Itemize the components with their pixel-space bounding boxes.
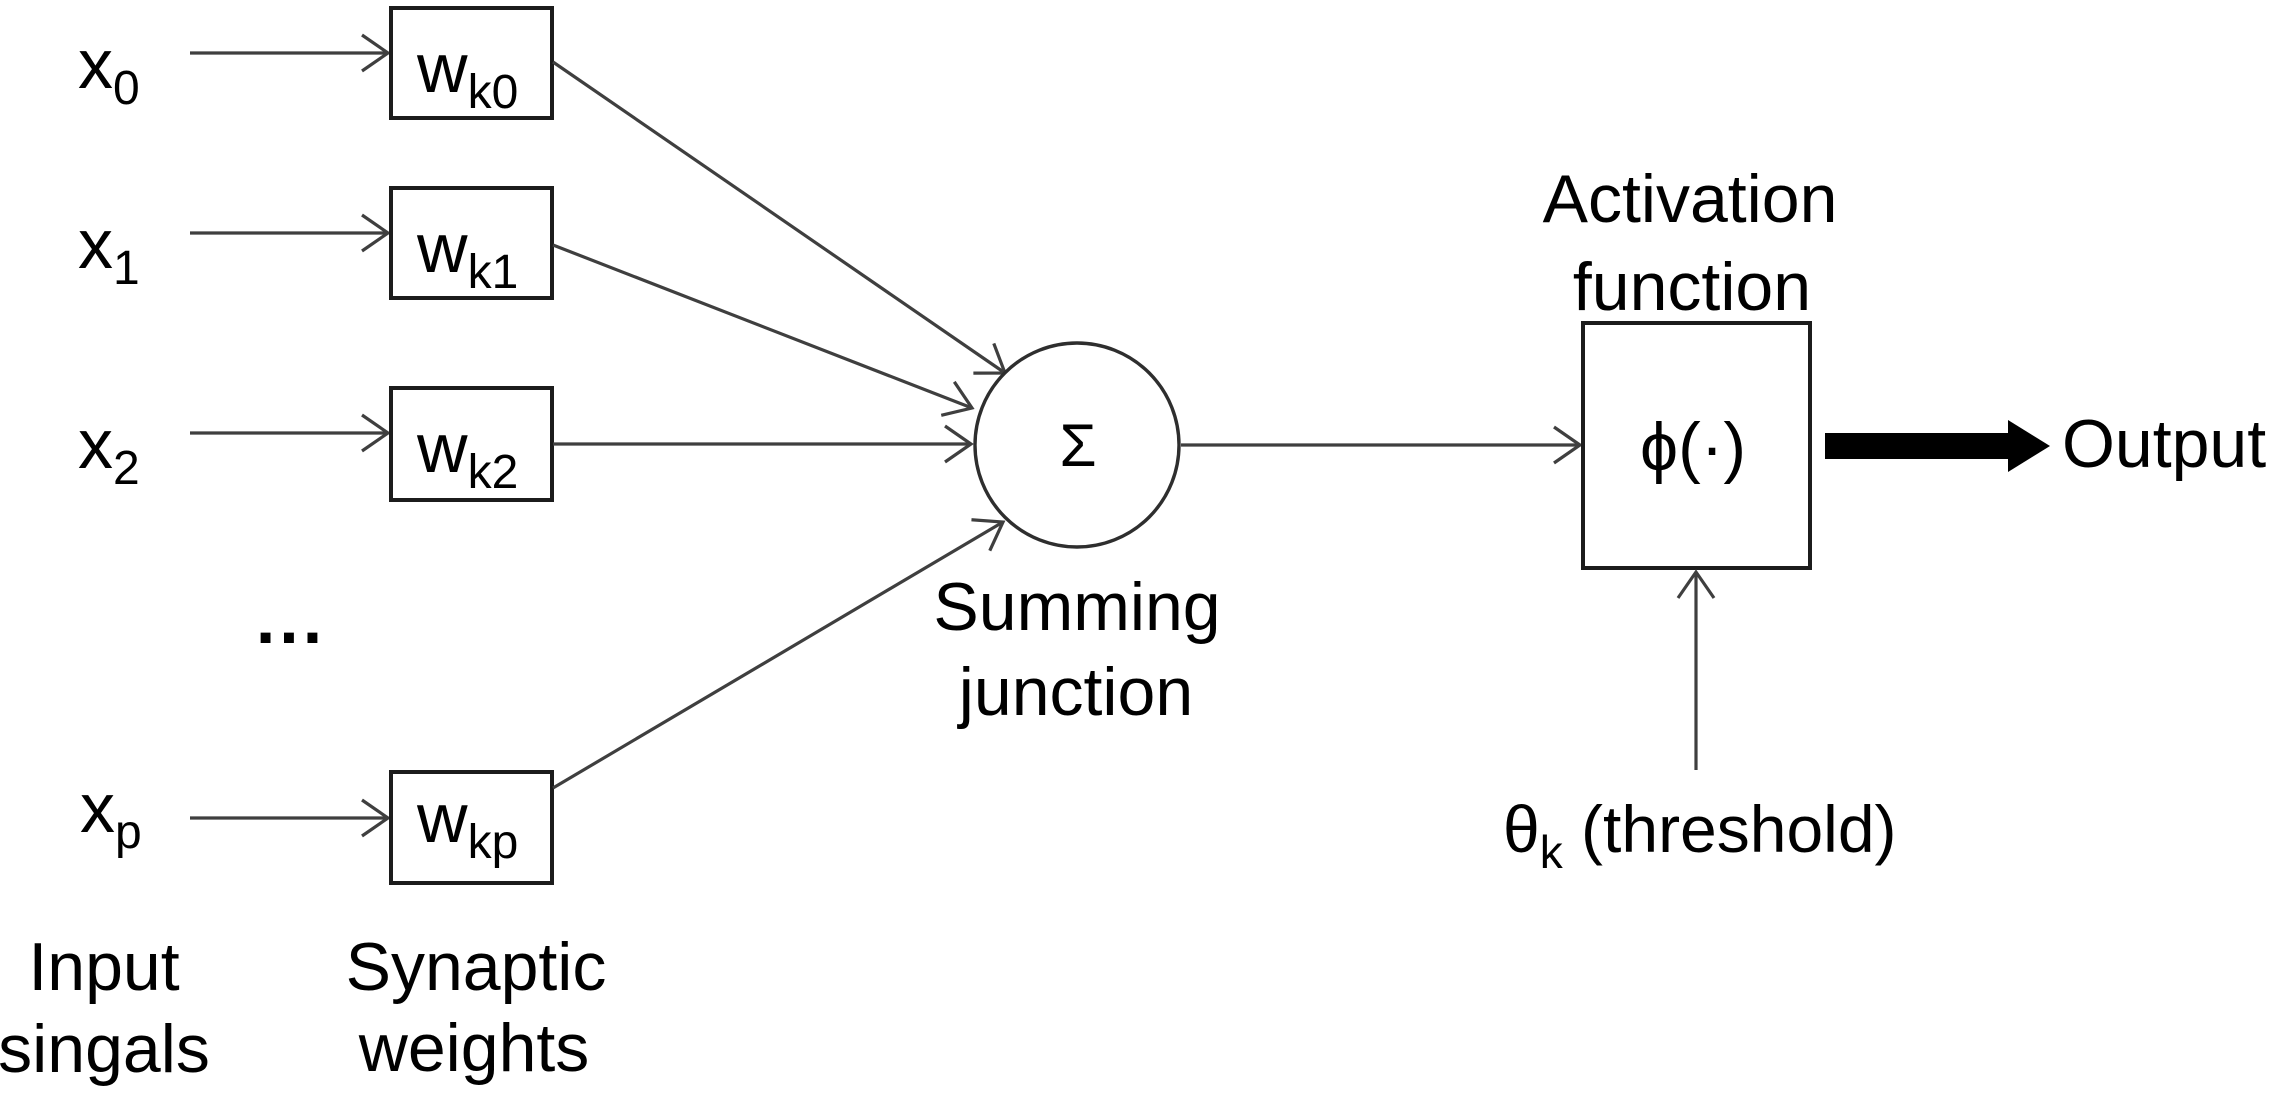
summing-label-line1: Summing [933,569,1220,645]
weight-label-wkp: wkp [416,779,518,869]
weights-caption-line2: weights [358,1010,590,1086]
inputs-caption-line2: singals [0,1011,210,1087]
arrow-wk0-to-sum [552,60,1008,375]
weight-wk1-base: w [416,209,468,287]
inputs-caption-line1: Input [28,929,179,1005]
weight-box-wk1 [389,186,554,300]
weight-wk1-sub: k1 [468,246,519,299]
weight-box-wkp [389,770,554,885]
input-label-x0: x0 [78,25,140,115]
weight-label-wk1: wk1 [416,209,518,299]
input-xp-sub: p [115,806,142,859]
weights-caption-line1: Synaptic [346,929,607,1005]
input-x0-base: x [78,25,113,103]
threshold-label: θk (threshold) [1503,792,1897,878]
arrow-wk1-to-sum [552,243,975,417]
threshold-text: (threshold) [1563,792,1897,866]
input-label-x1: x1 [78,205,140,295]
weight-wk2-base: w [416,409,468,487]
input-x1-base: x [78,205,113,283]
input-x2-sub: 2 [113,442,140,495]
output-label: Output [2062,406,2266,482]
inputs-ellipsis: ... [256,580,326,658]
input-label-xp: xp [80,769,142,859]
weight-wk0-base: w [416,29,468,107]
theta-base: θ [1503,792,1540,866]
input-xp-base: x [80,769,115,847]
activation-label-line1: Activation [1543,161,1838,237]
theta-sub: k [1540,826,1564,878]
weight-wk2-sub: k2 [468,446,519,499]
weight-box-wk0 [389,6,554,120]
weight-box-wk2 [389,386,554,502]
input-x0-sub: 0 [113,62,140,115]
weight-label-wk0: wk0 [416,29,518,119]
input-x2-base: x [78,405,113,483]
input-label-x2: x2 [78,405,140,495]
sigma-symbol: Σ [1059,412,1096,479]
summing-junction-circle [973,341,1181,549]
activation-label-line2: function [1573,249,1811,325]
weight-wkp-base: w [416,779,468,857]
activation-function-box [1581,321,1812,570]
weight-wkp-sub: kp [468,816,519,869]
output-arrow [1825,420,2050,472]
arrow-wkp-to-sum [552,518,1006,790]
weight-label-wk2: wk2 [416,409,518,499]
input-x1-sub: 1 [113,242,140,295]
weight-wk0-sub: k0 [468,66,519,119]
phi-symbol: ϕ(·) [1640,409,1746,485]
summing-label-line2: junction [957,654,1193,730]
